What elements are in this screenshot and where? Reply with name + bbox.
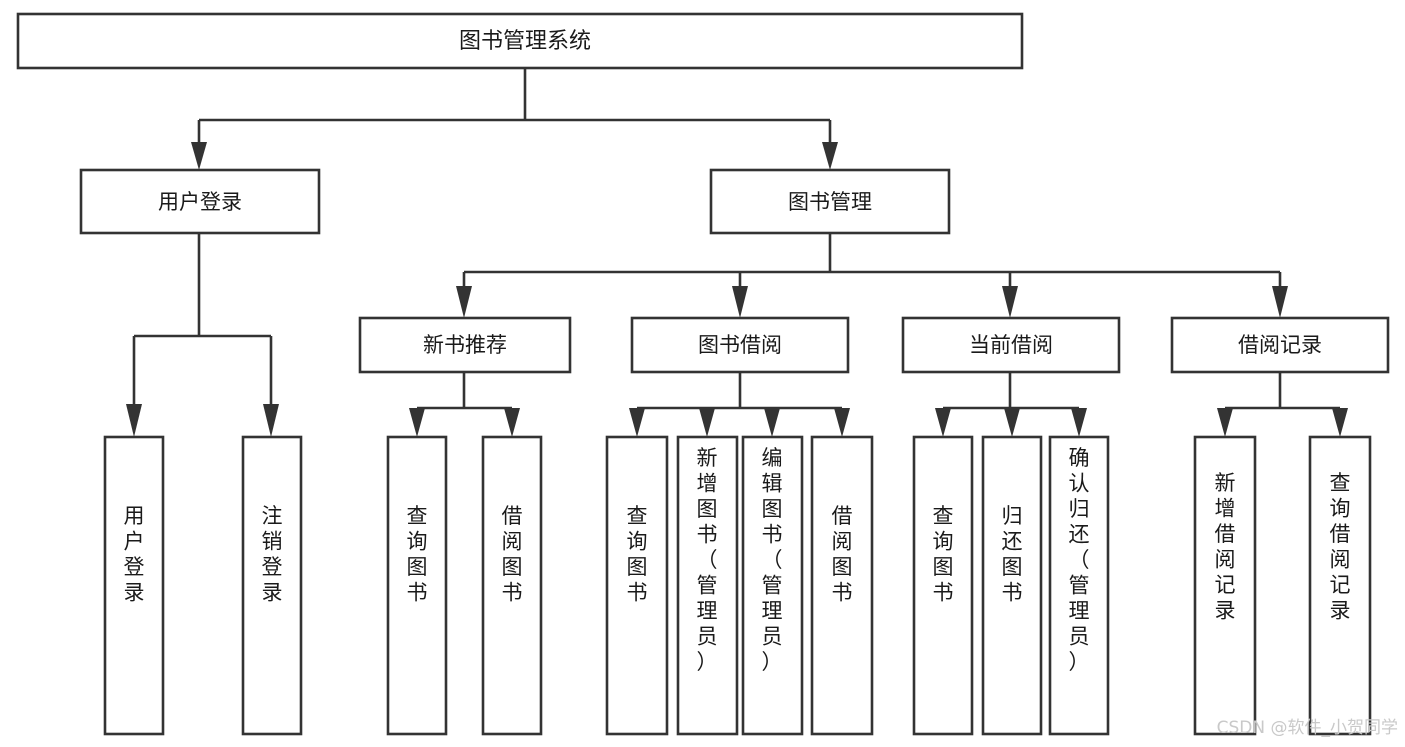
arrow-head-user-login	[191, 142, 207, 170]
node-leaf-query-book-1[interactable]: 查询图书	[386, 435, 448, 736]
arrow-head-borrow-record	[1272, 286, 1288, 318]
node-leaf-query-book-3[interactable]: 查询图书	[912, 435, 974, 736]
node-leaf-add-book-admin-label: 新增图书（管理员）	[697, 446, 718, 674]
arrow-head-leaf-query-book-2	[629, 408, 645, 437]
node-borrow-record[interactable]: 借阅记录	[1170, 316, 1390, 374]
node-leaf-query-book-3-label: 查询图书	[933, 504, 954, 605]
node-leaf-add-borrow-record[interactable]: 新增借阅记录	[1193, 435, 1257, 736]
node-user-login-box[interactable]	[79, 168, 321, 235]
arrow-head-new-book-recommend	[456, 286, 472, 318]
node-user-login-label: 用户登录	[158, 190, 242, 214]
node-leaf-add-book-admin-box[interactable]	[676, 435, 739, 736]
arrow-head-leaf-query-borrow-record	[1332, 408, 1348, 437]
arrow-head-leaf-return-book	[1004, 408, 1020, 437]
node-leaf-query-book-2-label: 查询图书	[627, 504, 648, 605]
arrow-head-leaf-add-book-admin	[699, 408, 715, 437]
node-new-book-recommend-box[interactable]	[358, 316, 572, 374]
node-leaf-return-book[interactable]: 归还图书	[981, 435, 1043, 736]
node-leaf-query-book-3-box[interactable]	[912, 435, 974, 736]
node-leaf-return-book-box[interactable]	[981, 435, 1043, 736]
node-current-borrow[interactable]: 当前借阅	[901, 316, 1121, 374]
node-leaf-query-book-2[interactable]: 查询图书	[605, 435, 669, 736]
node-current-borrow-label: 当前借阅	[969, 333, 1053, 357]
node-current-borrow-box[interactable]	[901, 316, 1121, 374]
node-book-borrow[interactable]: 图书借阅	[630, 316, 850, 374]
node-book-manage-label: 图书管理	[788, 190, 872, 214]
arrow-head-leaf-edit-book-admin	[764, 408, 780, 437]
node-leaf-edit-book-admin-box[interactable]	[741, 435, 804, 736]
arrow-head-leaf-borrow-book-1	[504, 408, 520, 437]
node-leaf-query-borrow-record[interactable]: 查询借阅记录	[1308, 435, 1372, 736]
node-user-login[interactable]: 用户登录	[79, 168, 321, 235]
node-leaf-logout-login-box[interactable]	[241, 435, 303, 736]
node-new-book-recommend[interactable]: 新书推荐	[358, 316, 572, 374]
node-leaf-query-book-1-label: 查询图书	[407, 504, 428, 605]
node-leaf-edit-book-admin-label: 编辑图书（管理员）	[762, 446, 783, 674]
arrow-head-leaf-add-borrow-record	[1217, 408, 1233, 437]
node-leaf-borrow-book-2-label: 借阅图书	[832, 504, 853, 605]
node-root-box[interactable]	[16, 12, 1024, 70]
node-leaf-borrow-book-2[interactable]: 借阅图书	[810, 435, 874, 736]
node-leaf-return-book-label: 归还图书	[1002, 504, 1023, 605]
node-leaf-user-login-label: 用户登录	[124, 504, 145, 605]
csdn-watermark: CSDN @软件_小贺同学	[1217, 718, 1398, 738]
node-leaf-query-book-2-box[interactable]	[605, 435, 669, 736]
node-leaf-add-book-admin[interactable]: 新增图书（管理员）	[676, 435, 739, 736]
node-leaf-confirm-return-admin-label: 确认归还（管理员）	[1069, 446, 1090, 674]
node-leaf-add-borrow-record-label: 新增借阅记录	[1215, 471, 1236, 623]
node-leaf-confirm-return-admin-box[interactable]	[1048, 435, 1110, 736]
node-leaf-user-login[interactable]: 用户登录	[103, 435, 165, 736]
node-root[interactable]: 图书管理系统	[16, 12, 1024, 70]
node-leaf-borrow-book-1-box[interactable]	[481, 435, 543, 736]
arrow-head-leaf-confirm-return-admin	[1071, 408, 1087, 437]
node-book-manage[interactable]: 图书管理	[709, 168, 951, 235]
node-root-label: 图书管理系统	[459, 29, 591, 54]
node-book-borrow-label: 图书借阅	[698, 333, 782, 357]
node-leaf-borrow-book-1-label: 借阅图书	[502, 504, 523, 605]
node-book-borrow-box[interactable]	[630, 316, 850, 374]
node-leaf-edit-book-admin[interactable]: 编辑图书（管理员）	[741, 435, 804, 736]
arrow-head-leaf-query-book-1	[409, 408, 425, 437]
node-leaf-borrow-book-2-box[interactable]	[810, 435, 874, 736]
node-book-manage-box[interactable]	[709, 168, 951, 235]
node-borrow-record-label: 借阅记录	[1238, 333, 1322, 357]
node-leaf-logout-login-label: 注销登录	[262, 504, 283, 605]
node-leaf-query-book-1-box[interactable]	[386, 435, 448, 736]
arrow-head-book-borrow	[732, 286, 748, 318]
node-new-book-recommend-label: 新书推荐	[423, 333, 507, 357]
arrow-head-current-borrow	[1002, 286, 1018, 318]
node-leaf-confirm-return-admin[interactable]: 确认归还（管理员）	[1048, 435, 1110, 736]
arrow-head-book-manage	[822, 142, 838, 170]
node-leaf-logout-login[interactable]: 注销登录	[241, 435, 303, 736]
arrow-head-leaf-query-book-3	[935, 408, 951, 437]
node-leaf-add-borrow-record-box[interactable]	[1193, 435, 1257, 736]
arrow-head-leaf-borrow-book-2	[834, 408, 850, 437]
node-leaf-query-borrow-record-box[interactable]	[1308, 435, 1372, 736]
arrow-head-leaf-logout-login	[263, 404, 279, 437]
node-leaf-user-login-box[interactable]	[103, 435, 165, 736]
connector-layer	[126, 68, 1348, 437]
node-borrow-record-box[interactable]	[1170, 316, 1390, 374]
arrow-head-leaf-user-login	[126, 404, 142, 437]
node-leaf-query-borrow-record-label: 查询借阅记录	[1330, 471, 1351, 623]
node-leaf-borrow-book-1[interactable]: 借阅图书	[481, 435, 543, 736]
